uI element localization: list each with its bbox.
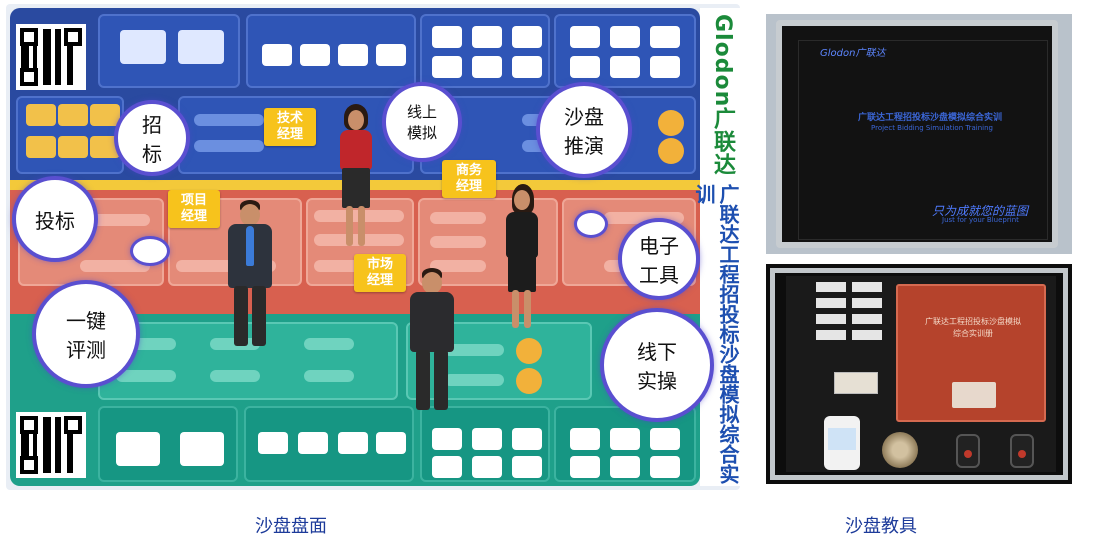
caption-board: 沙盘盘面 (255, 516, 327, 537)
kit-case-slogan: 只为成就您的蓝图 (932, 204, 1029, 218)
bubble-toubiao: 投标 (12, 176, 98, 262)
kit-tape-roll (882, 432, 918, 468)
caption-kit: 沙盘教具 (845, 516, 917, 537)
kit-contents-photo: 广联达工程招投标沙盘模拟 综合实训册 (766, 264, 1072, 484)
role-tag-tech-manager: 技术 经理 (264, 108, 316, 146)
product-title-vertical: 广联达工程招投标沙盘模拟综合实训 (692, 184, 740, 484)
kit-case: Glodon广联达 广联达工程招投标沙盘模拟综合实训 Project Biddi… (776, 20, 1058, 248)
kit-handbook-title: 广联达工程招投标沙盘模拟 综合实训册 (925, 317, 1021, 338)
kit-case-slogan-en: Just for your Blueprint (942, 216, 1019, 224)
blue-panel-3 (420, 14, 550, 88)
figure-woman-right (498, 184, 546, 332)
bubble-xianshang-moni: 线上 模拟 (382, 82, 462, 162)
bubble-yijian-pingce: 一键 评测 (32, 280, 140, 388)
bubble-dianzi-gongju: 电子 工具 (618, 218, 700, 300)
kit-case-title: 广联达工程招投标沙盘模拟综合实训 (857, 113, 1002, 123)
qr-code-top (16, 24, 86, 90)
role-tag-market-manager: 市场 经理 (354, 254, 406, 292)
blue-panel-2 (246, 14, 416, 88)
kit-card (834, 372, 878, 394)
blue-panel-1 (98, 14, 240, 88)
kit-foam-tray: 广联达工程招投标沙盘模拟 综合实训册 (786, 276, 1056, 472)
role-tag-project-manager: 项目 经理 (168, 190, 220, 228)
role-tag-business-manager: 商务 经理 (442, 160, 496, 198)
kit-device (824, 416, 860, 470)
teal-panel-1 (98, 406, 238, 482)
bubble-xianxia-shicao: 线下 实操 (600, 308, 714, 422)
kit-case-photo: Glodon广联达 广联达工程招投标沙盘模拟综合实训 Project Biddi… (766, 14, 1072, 254)
figure-man-bottom (404, 268, 460, 414)
bubble-shapan-tuiyan: 沙盘 推演 (536, 82, 632, 178)
blue-panel-certificates (16, 96, 124, 174)
kit-case-subtitle: Project Bidding Simulation Training (871, 124, 993, 132)
bubble-zhaobiao: 招 标 (114, 100, 190, 176)
kit-case-brand: Glodon广联达 (820, 48, 886, 59)
kit-handbook: 广联达工程招投标沙盘模拟 综合实训册 (896, 284, 1046, 422)
green-panel-1 (98, 322, 398, 400)
bubble-empty-1 (130, 236, 170, 266)
teal-panel-2 (244, 406, 414, 482)
brand-logo: Glodon广联达 (710, 14, 735, 177)
board-brand-band (700, 8, 740, 486)
kit-seal-2 (1010, 434, 1034, 468)
figure-man-left (220, 200, 280, 350)
qr-code-bottom (16, 412, 86, 478)
bubble-empty-2 (574, 210, 608, 238)
sandtable-board-photo: Glodon广联达 广联达工程招投标沙盘模拟综合实训 技术 经理 项目 经理 商… (6, 4, 740, 490)
figure-woman-center (328, 104, 382, 250)
teal-panel-3 (420, 406, 550, 482)
blue-panel-4 (554, 14, 696, 88)
kit-seal-1 (956, 434, 980, 468)
